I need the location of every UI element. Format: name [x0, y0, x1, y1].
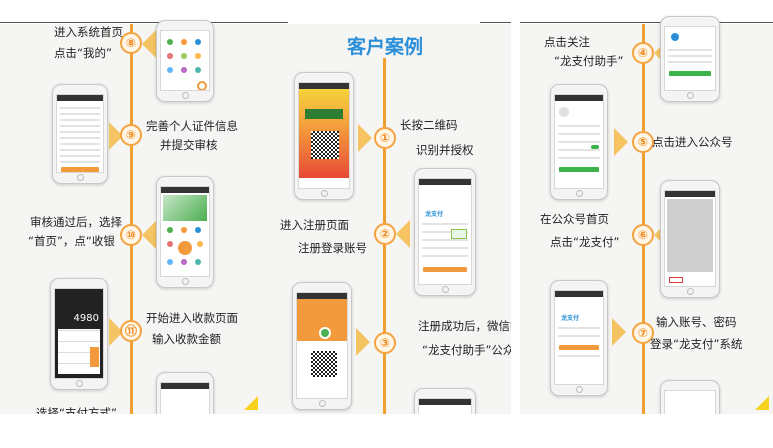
phone-step-1 — [294, 72, 354, 200]
guide-panel-right: 点击关注 “龙支付助手” ④ ⑤ 点击进入公众号 在公众号首页 点击“龙支付” … — [520, 0, 773, 448]
top-divider — [520, 22, 773, 23]
bottom-band — [262, 414, 511, 448]
longpay-logo: 龙支付 — [425, 211, 444, 218]
bottom-band — [0, 414, 262, 448]
step-10-line-1: 审核通过后，选择 — [30, 215, 122, 229]
step-1-marker: ① — [374, 127, 396, 149]
phone-step-7: 龙支付 — [550, 280, 608, 396]
step-6-marker: ⑥ — [632, 224, 654, 246]
step-1-line-2: 识别并授权 — [416, 143, 474, 157]
top-divider-right — [480, 22, 511, 23]
phone-step-4 — [660, 16, 720, 102]
step-5-marker: ⑤ — [632, 131, 654, 153]
step-8-arrow — [142, 30, 156, 58]
page-title: 客户案例 — [347, 36, 424, 58]
longpay-logo: 龙支付 — [561, 315, 580, 322]
step-11-arrow — [109, 318, 123, 346]
step-1-line-1: 长按二维码 — [400, 118, 458, 132]
step-6-line-1: 在公众号首页 — [540, 212, 609, 226]
step-5-line-1: 点击进入公众号 — [652, 135, 733, 149]
step-4-line-2: “龙支付助手” — [554, 54, 624, 68]
step-10-marker: ⑩ — [120, 224, 142, 246]
step-10-line-2: “首页”，点“收银 — [28, 234, 115, 248]
step-9-line-1: 完善个人证件信息 — [146, 119, 238, 133]
amount-display: 4980 — [73, 313, 99, 324]
phone-step-3 — [292, 282, 352, 410]
step-11-line-1: 开始进入收款页面 — [146, 311, 238, 325]
top-band — [0, 0, 262, 24]
phone-step-5 — [550, 84, 608, 200]
timeline-line — [642, 24, 645, 414]
bottom-band — [520, 414, 773, 448]
top-divider — [0, 22, 262, 23]
corner-triangle — [244, 396, 258, 410]
phone-step-8 — [156, 20, 214, 102]
step-1-arrow — [358, 124, 372, 152]
step-2-line-2: 注册登录账号 — [298, 241, 367, 255]
step-7-line-1: 输入账号、密码 — [656, 315, 737, 329]
step-10-arrow — [142, 221, 156, 249]
step-7-marker: ⑦ — [632, 322, 654, 344]
step-9-arrow — [109, 122, 123, 150]
step-11-marker: ⑪ — [120, 320, 142, 342]
step-3-line-2: “龙支付助手”公众 — [422, 343, 511, 357]
step-2-marker: ② — [374, 223, 396, 245]
step-3-line-1: 注册成功后，微信搜 — [418, 319, 511, 333]
step-3-arrow — [356, 328, 370, 356]
guide-panel-left: 进入系统首页 点击“我的” ⑧ ⑨ 完善个 — [0, 0, 262, 448]
step-2-line-1: 进入注册页面 — [280, 218, 349, 232]
guide-panel-middle: 客户案例 ① 长按二维码 识别并授权 进入注册页面 注册登录账号 ② 龙支付 — [262, 0, 511, 448]
top-divider-left — [262, 22, 288, 23]
step-4-line-1: 点击关注 — [544, 35, 590, 49]
step-3-marker: ③ — [374, 332, 396, 354]
step-9-line-2: 并提交审核 — [160, 138, 218, 152]
step-8-line-2: 点击“我的” — [54, 46, 112, 60]
top-band — [262, 0, 511, 24]
phone-step-2: 龙支付 — [414, 168, 476, 296]
step-9-marker: ⑨ — [120, 124, 142, 146]
step-2-arrow — [396, 220, 410, 248]
step-6-line-2: 点击“龙支付” — [550, 235, 620, 249]
step-11-line-2: 输入收款金额 — [152, 332, 221, 346]
phone-step-6 — [660, 180, 720, 298]
step-8-line-1: 进入系统首页 — [54, 25, 123, 39]
corner-triangle — [755, 396, 769, 410]
step-8-marker: ⑧ — [120, 32, 142, 54]
step-4-marker: ④ — [632, 42, 654, 64]
step-7-line-2: 登录“龙支付”系统 — [650, 337, 743, 351]
timeline-line — [130, 24, 133, 414]
phone-step-11: 4980 — [50, 278, 108, 390]
step-5-arrow — [614, 128, 628, 156]
phone-step-9 — [52, 84, 108, 184]
top-band — [520, 0, 773, 24]
phone-step-10 — [156, 176, 214, 288]
step-7-arrow — [612, 318, 626, 346]
